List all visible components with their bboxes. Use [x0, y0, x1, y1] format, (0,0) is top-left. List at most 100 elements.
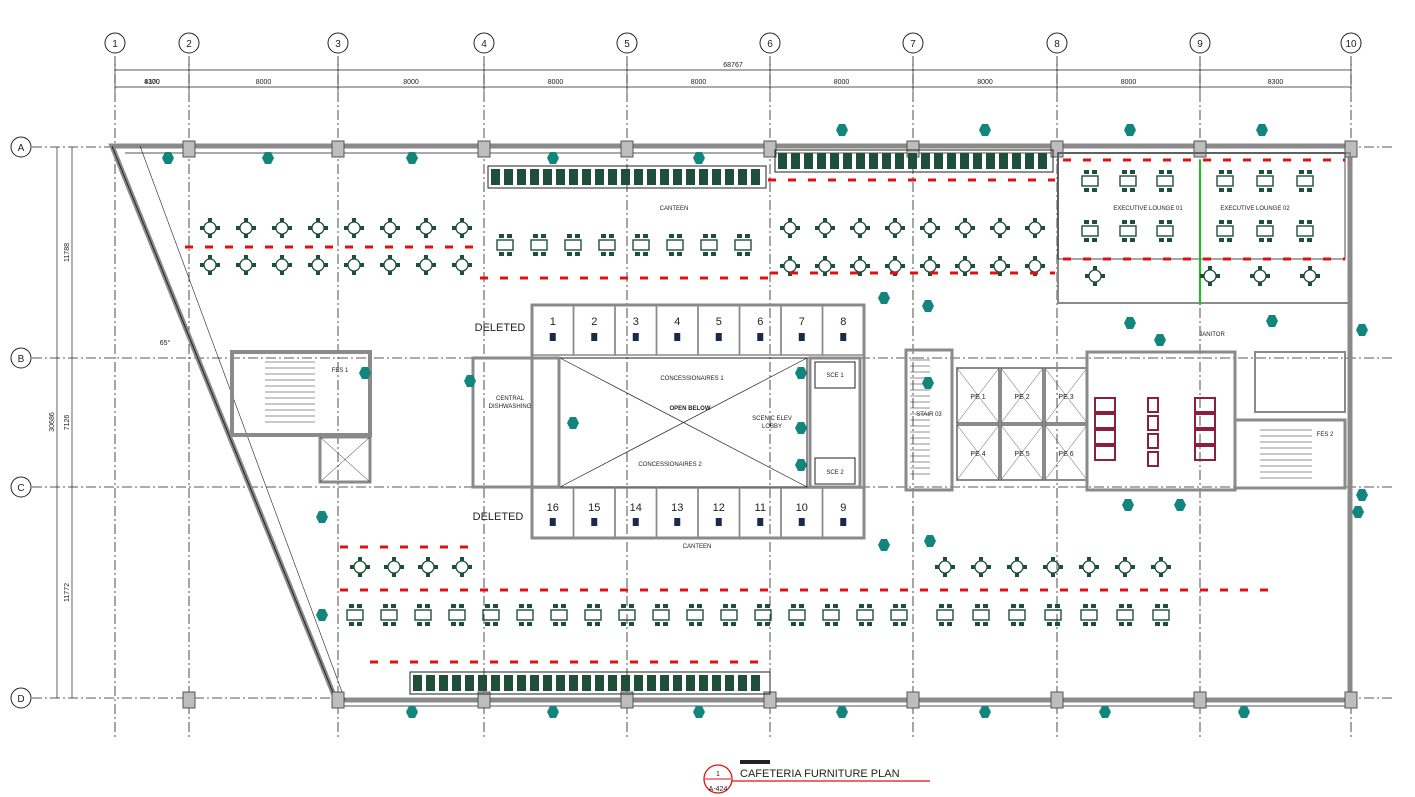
table [1256, 225, 1274, 237]
chair [1019, 604, 1024, 608]
chair [1015, 557, 1019, 561]
chair [825, 622, 830, 626]
chair [1151, 565, 1155, 569]
chair [493, 622, 498, 626]
chair [358, 573, 362, 577]
chair [236, 226, 240, 230]
chair [288, 263, 292, 267]
chair [1299, 238, 1304, 242]
stall-equipment [549, 333, 556, 341]
chair [1259, 238, 1264, 242]
urinal [1147, 433, 1159, 449]
chair [360, 226, 364, 230]
chair [350, 565, 354, 569]
slanted-edge [111, 145, 337, 701]
overall-width-dim: 68767 [723, 62, 743, 69]
chair [541, 234, 546, 238]
chair [955, 226, 959, 230]
round-table [783, 221, 797, 235]
chair [1033, 218, 1037, 222]
column-bubble [1340, 32, 1362, 54]
chair [1047, 604, 1052, 608]
chair [1219, 188, 1224, 192]
chair [1047, 622, 1052, 626]
dishwashing-label-2: DISHWASHING [489, 404, 532, 410]
chair [831, 264, 835, 268]
chair [635, 252, 640, 256]
chair [963, 272, 967, 276]
chair [936, 264, 940, 268]
stall-equipment [591, 333, 598, 341]
chair [1041, 264, 1045, 268]
structural-column [620, 140, 634, 158]
chair [1227, 220, 1232, 224]
chair [635, 234, 640, 238]
structural-column [331, 140, 345, 158]
chair [643, 234, 648, 238]
scenic-lobby [808, 356, 862, 489]
counter-seat [712, 675, 721, 691]
teal-marker [979, 706, 991, 718]
teal-marker [359, 367, 371, 379]
column-label: 5 [624, 39, 630, 50]
stall-number: 5 [716, 316, 722, 328]
table [754, 609, 772, 621]
chair [609, 234, 614, 238]
counter-seat [1025, 153, 1034, 169]
chair [396, 263, 400, 267]
counter-seat [751, 675, 760, 691]
teal-marker [924, 535, 936, 547]
round-table [818, 221, 832, 235]
row-label: D [17, 694, 24, 705]
chair [703, 234, 708, 238]
round-table [783, 259, 797, 273]
chair [451, 604, 456, 608]
exec-lounge-2-label: EXECUTIVE LOUNGE 02 [1220, 206, 1290, 212]
chair [621, 604, 626, 608]
table [734, 239, 752, 251]
pe-diag [1044, 424, 1088, 481]
table [788, 609, 806, 621]
chair [553, 622, 558, 626]
stall-number: 13 [671, 502, 683, 514]
chair [468, 565, 472, 569]
chair [280, 234, 284, 238]
teal-marker [693, 152, 705, 164]
round-table [853, 259, 867, 273]
round-table [1303, 269, 1317, 283]
chair [1092, 188, 1097, 192]
structural-column [477, 140, 491, 158]
title-scale-bar [740, 760, 770, 764]
counter-seat [791, 153, 800, 169]
urinal [1147, 415, 1159, 431]
counter-seat [843, 153, 852, 169]
counter-seat [556, 169, 565, 185]
chair [280, 271, 284, 275]
chair [971, 226, 975, 230]
chair [352, 271, 356, 275]
chair [587, 622, 592, 626]
stall-equipment [715, 518, 722, 526]
round-table [275, 221, 289, 235]
chair [244, 255, 248, 259]
chair [575, 234, 580, 238]
table [936, 609, 954, 621]
counter-seat [856, 153, 865, 169]
chair [971, 264, 975, 268]
food-counter [774, 149, 1054, 173]
counter-seat [517, 675, 526, 691]
chair [669, 234, 674, 238]
chair [244, 218, 248, 222]
chair [349, 604, 354, 608]
teal-marker [547, 152, 559, 164]
chair [392, 557, 396, 561]
stall-number: 16 [547, 502, 559, 514]
chair [1122, 170, 1127, 174]
chair [1130, 220, 1135, 224]
chair [416, 263, 420, 267]
round-table [419, 221, 433, 235]
chair [1122, 238, 1127, 242]
chair [745, 252, 750, 256]
chair [1307, 220, 1312, 224]
chair [595, 622, 600, 626]
